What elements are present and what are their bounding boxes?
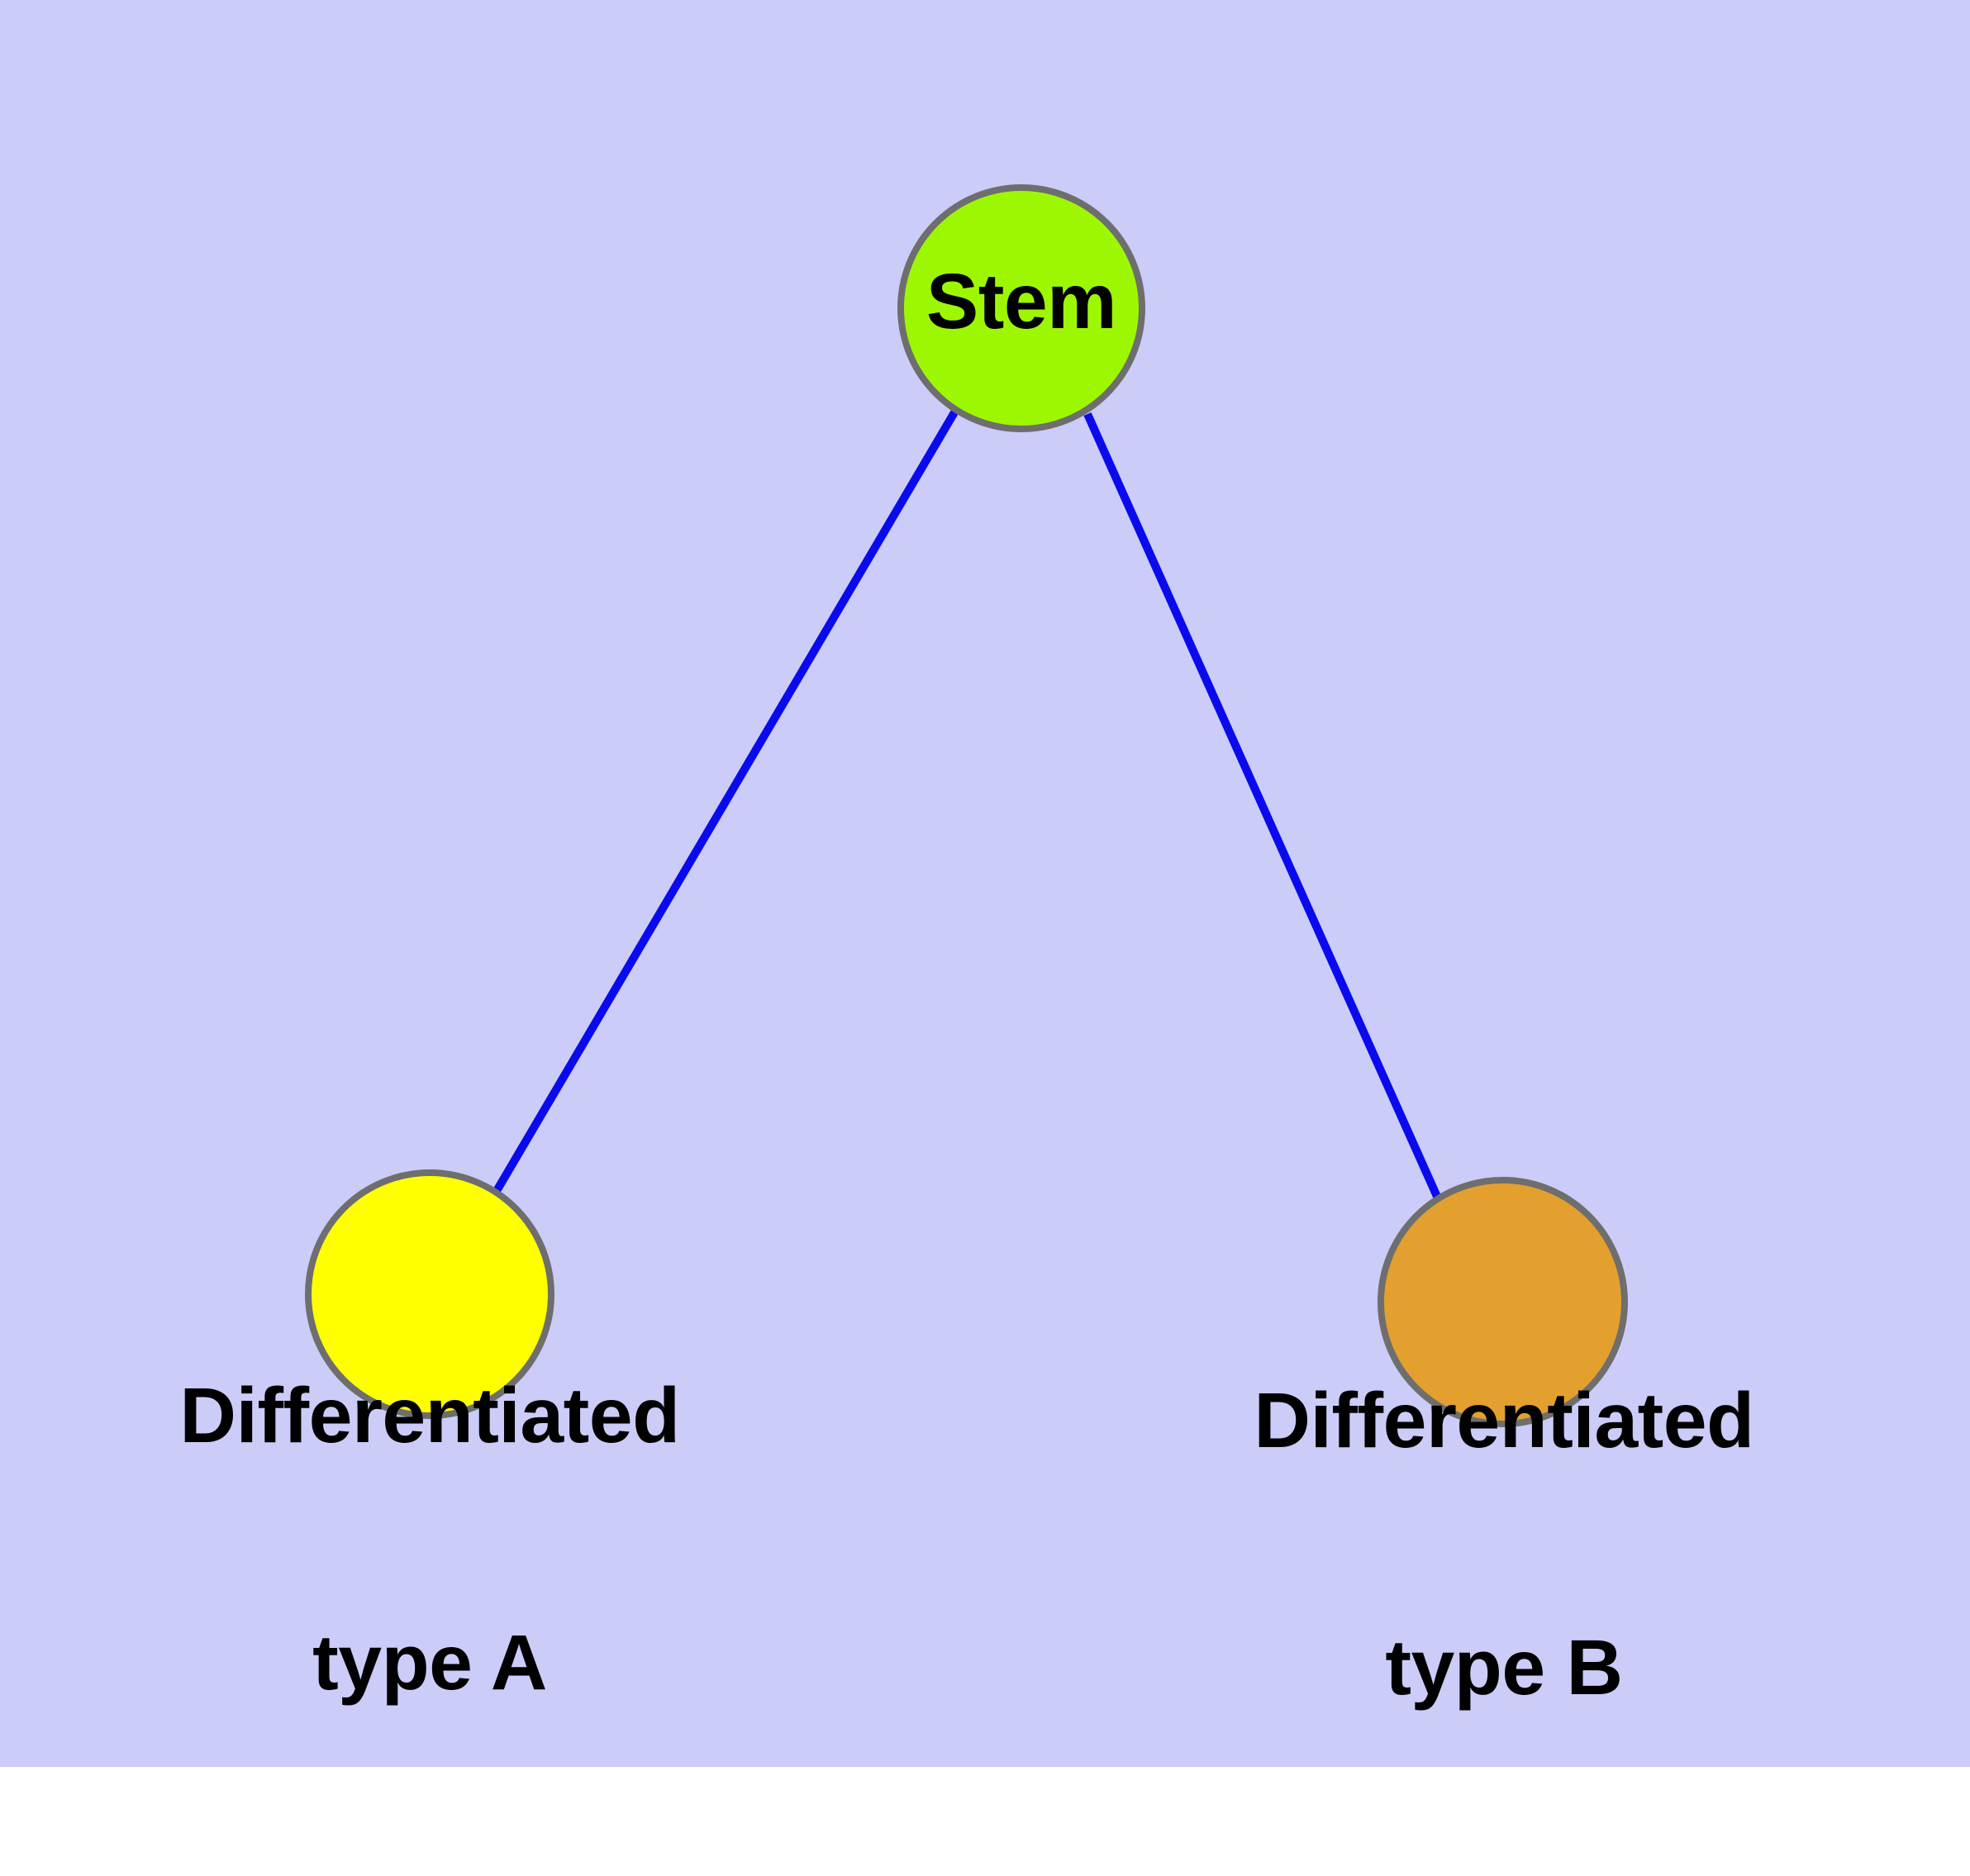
node-differentiated-type-b[interactable]	[1378, 1177, 1628, 1427]
edge-stem-to-diff-a	[492, 410, 959, 1193]
node-label-line-2: type B	[1385, 1623, 1623, 1712]
graph-canvas: Stem Differentiated type A Differentiate…	[0, 0, 1970, 1767]
edge-layer	[492, 410, 1442, 1201]
edge-stem-to-diff-b	[1083, 412, 1442, 1201]
node-differentiated-type-a[interactable]	[305, 1169, 554, 1419]
node-layer: Stem Differentiated type A Differentiate…	[179, 184, 1754, 1712]
node-stem[interactable]	[897, 184, 1145, 432]
node-label-line-2: type A	[312, 1618, 547, 1707]
